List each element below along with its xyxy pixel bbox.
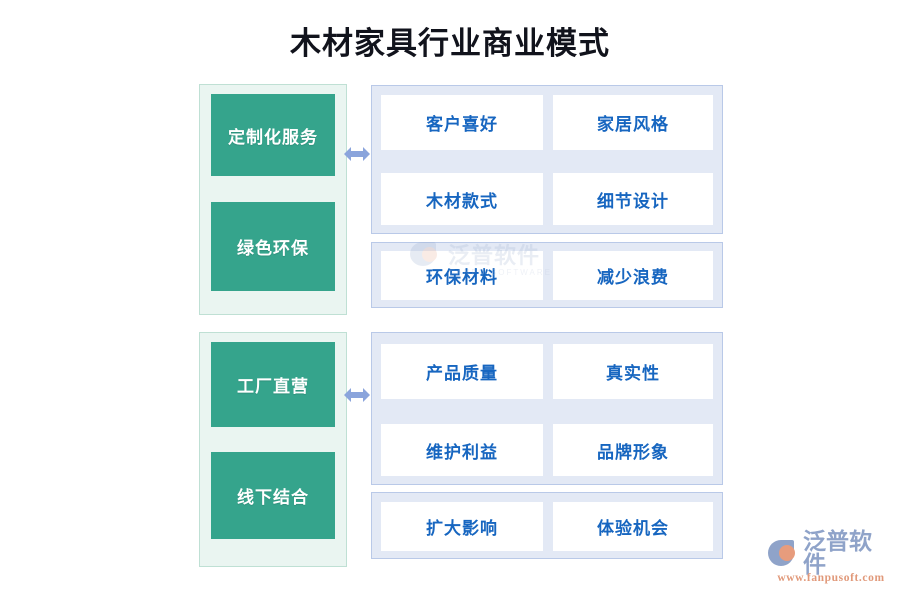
brand-url: www.fanpusoft.com — [777, 572, 885, 584]
card-brand-image[interactable]: 品牌形象 — [553, 424, 713, 476]
card-customer-preference[interactable]: 客户喜好 — [381, 95, 543, 150]
card-label: 减少浪费 — [597, 268, 669, 287]
card-label: 品牌形象 — [597, 442, 669, 462]
card-wood-style[interactable]: 木材款式 — [381, 173, 543, 225]
left-item-label: 工厂直营 — [237, 377, 309, 396]
card-label: 扩大影响 — [426, 519, 498, 538]
card-label: 体验机会 — [597, 519, 669, 538]
brand-logo: 泛普软件 www.fanpusoft.com — [768, 530, 894, 588]
card-experience-opportunity[interactable]: 体验机会 — [553, 502, 713, 551]
card-label: 家居风格 — [597, 115, 669, 134]
double-arrow-icon-group-2 — [344, 384, 370, 406]
card-maintain-interests[interactable]: 维护利益 — [381, 424, 543, 476]
left-item-offline-integration[interactable]: 线下结合 — [211, 452, 335, 539]
left-item-label: 绿色环保 — [237, 239, 309, 258]
card-reduce-waste[interactable]: 减少浪费 — [553, 251, 713, 300]
left-item-label: 定制化服务 — [228, 127, 318, 147]
brand-name: 泛普软件 — [803, 528, 872, 577]
double-arrow-icon-group-1 — [344, 143, 370, 165]
page-title: 木材家具行业商业模式 — [290, 26, 610, 61]
card-label: 客户喜好 — [426, 115, 498, 134]
left-item-green-eco[interactable]: 绿色环保 — [211, 202, 335, 291]
card-label: 木材款式 — [426, 191, 498, 211]
card-detail-design[interactable]: 细节设计 — [553, 173, 713, 225]
left-item-customization[interactable]: 定制化服务 — [211, 94, 335, 176]
card-label: 环保材料 — [426, 268, 498, 287]
card-authenticity[interactable]: 真实性 — [553, 344, 713, 399]
card-expand-influence[interactable]: 扩大影响 — [381, 502, 543, 551]
card-label: 细节设计 — [597, 191, 669, 211]
left-item-label: 线下结合 — [237, 488, 309, 507]
card-label: 真实性 — [606, 364, 660, 383]
card-label: 产品质量 — [426, 364, 498, 383]
card-eco-material[interactable]: 环保材料 — [381, 251, 543, 300]
card-home-style[interactable]: 家居风格 — [553, 95, 713, 150]
card-label: 维护利益 — [426, 442, 498, 462]
left-item-factory-direct[interactable]: 工厂直营 — [211, 342, 335, 427]
brand-logo-icon — [768, 538, 800, 568]
card-product-quality[interactable]: 产品质量 — [381, 344, 543, 399]
